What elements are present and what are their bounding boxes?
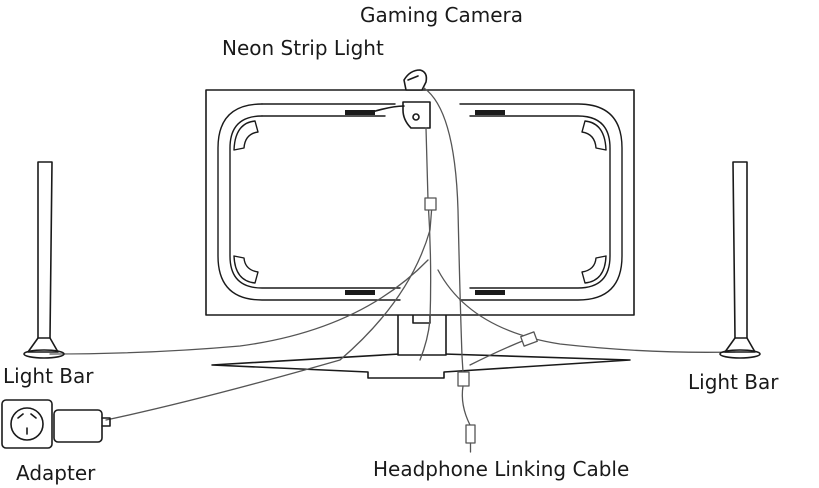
light-bar-right-label: Light Bar [688,370,779,394]
cables [49,87,736,453]
adapter-label: Adapter [16,461,96,485]
neon-strip-light-right [459,103,623,301]
strip-controller [371,101,431,129]
power-adapter [53,409,111,443]
neon-strip-light-label: Neon Strip Light [222,36,384,60]
headphone-linking-cable-label: Headphone Linking Cable [373,457,630,481]
light-bar-left [23,161,65,359]
light-bar-left-label: Light Bar [3,364,94,388]
light-bar-right [719,161,761,359]
gaming-camera-icon [403,69,428,91]
wall-outlet-icon [1,399,53,449]
gaming-camera-label: Gaming Camera [360,3,524,27]
neon-strip-light-left [217,103,401,301]
